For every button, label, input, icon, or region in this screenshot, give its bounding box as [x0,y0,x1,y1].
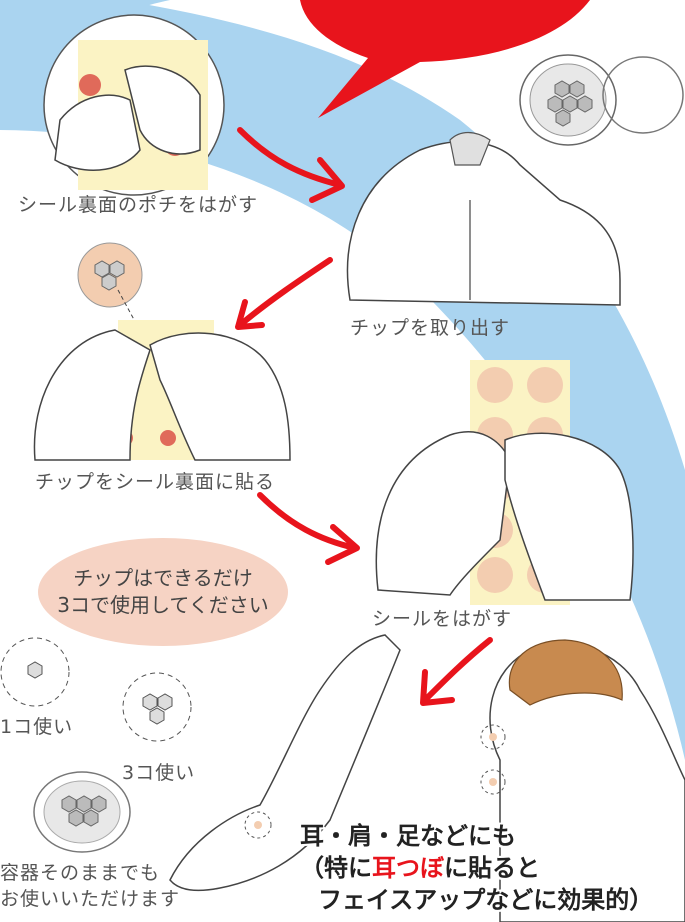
usage-note-line2: 3コで使用してください [57,593,269,617]
chip-container [519,54,684,146]
container-use-label-2: お使いいただけます [0,888,181,910]
container-use-label-1: 容器そのままでも [0,862,161,884]
effect-line3: フェイスアップなどに効果的） [318,886,654,914]
arrow-2 [235,257,333,330]
arrow-3 [257,492,360,565]
step2-illustration [346,131,621,306]
single-chip [0,637,70,707]
one-chip-label: 1コ使い [0,716,74,738]
effect-line2: （特に耳つぼに貼ると [300,854,540,882]
woman-illustration [480,639,685,922]
arrow-4 [420,637,493,706]
step3-illustration [33,242,291,461]
container-use [33,771,131,853]
three-chip-label: 3コ使い [122,762,196,784]
step1-illustration [43,14,225,196]
usage-note-line1: チップはできるだけ [73,566,253,590]
leg-illustration [169,634,401,892]
triple-chip [122,672,192,742]
effect-text: 耳・肩・足などにも （特に耳つぼに貼ると フェイスアップなどに効果的） [300,820,653,916]
step-stick-chip-label: チップをシール裏面に貼る [35,471,276,493]
step-peel-back-label: シール裏面のポチをはがす [18,194,259,216]
step-take-out-label: チップを取り出す [350,317,511,339]
speech-bubble [300,0,590,118]
step4-illustration [375,360,634,605]
sky-band-upper [0,0,170,60]
ear-points-highlight: 耳つぼ [372,854,444,882]
step-peel-seal-label: シールをはがす [372,608,513,630]
usage-note: チップはできるだけ 3コで使用してください [38,538,288,646]
arrow-1 [237,127,345,203]
effect-line1: 耳・肩・足などにも [300,822,516,850]
